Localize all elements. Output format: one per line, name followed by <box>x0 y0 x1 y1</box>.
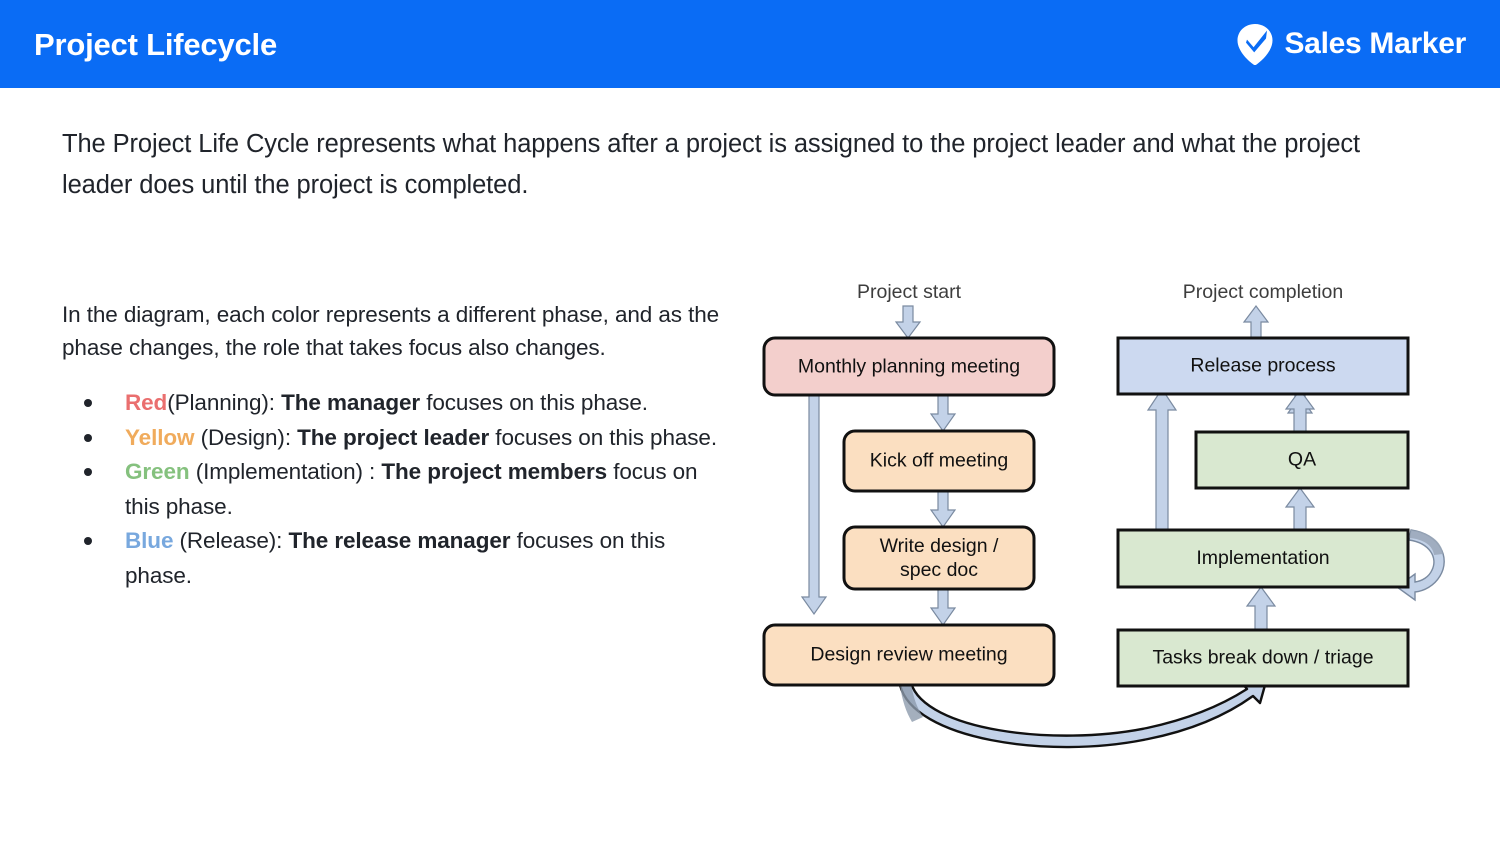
phase-name: (Design): <box>200 424 291 450</box>
bullet-icon <box>84 399 92 407</box>
node-qa[interactable]: QA <box>1194 430 1410 490</box>
edge-qa-to-release <box>1284 388 1316 435</box>
location-pin-check-icon <box>1235 22 1275 66</box>
phase-name: (Release): <box>179 528 283 553</box>
phase-list-item-yellow: Yellow (Design): The project leader focu… <box>62 421 722 456</box>
edge-monthly-planning-to-design-review <box>800 393 828 616</box>
node-label-write-design-line1: Write design / <box>880 535 999 557</box>
node-monthly-planning-meeting[interactable]: Monthly planning meeting <box>762 336 1056 397</box>
node-label-monthly-planning-meeting: Monthly planning meeting <box>798 356 1020 378</box>
phase-role: The project leader <box>297 424 490 450</box>
phase-list-item-green: Green (Implementation) : The project mem… <box>62 455 722 524</box>
phase-tail: focuses on this phase. <box>420 390 648 415</box>
node-tasks-break-down-triage[interactable]: Tasks break down / triage <box>1116 628 1410 688</box>
node-kick-off-meeting[interactable]: Kick off meeting <box>842 429 1036 493</box>
phase-color-word: Yellow <box>125 424 195 450</box>
phase-list-item-blue: Blue (Release): The release manager focu… <box>62 524 722 593</box>
edge-start-to-monthly-planning <box>894 305 922 339</box>
node-write-design-spec-doc[interactable]: Write design / spec doc <box>842 525 1036 591</box>
phase-role: The manager <box>281 390 421 415</box>
node-label-tasks-break-down-triage: Tasks break down / triage <box>1152 647 1373 669</box>
edge-monthly-planning-to-kickoff <box>929 394 957 433</box>
node-label-write-design-line2: spec doc <box>900 559 978 581</box>
label-project-completion: Project completion <box>1183 281 1343 303</box>
edge-release-to-completion <box>1242 305 1270 339</box>
phase-name: (Implementation) : <box>195 459 376 484</box>
phase-name: (Planning): <box>167 390 275 415</box>
phase-tail: focuses on this phase. <box>125 528 666 588</box>
phase-tail: focus on this phase. <box>125 459 698 519</box>
edge-design-review-to-tasks <box>898 676 1269 749</box>
node-label-implementation: Implementation <box>1196 547 1329 569</box>
edge-kickoff-to-write-design <box>929 490 957 529</box>
node-label-design-review-meeting: Design review meeting <box>810 644 1007 666</box>
brand-logo: Sales Marker <box>1235 22 1466 66</box>
bullet-icon <box>84 433 92 442</box>
header-bar: Project Lifecycle Sales Marker <box>0 0 1500 88</box>
phase-color-word: Red <box>125 390 168 415</box>
phase-role: The release manager <box>288 528 511 553</box>
left-column: In the diagram, each color represents a … <box>62 298 722 593</box>
bullet-icon <box>84 537 92 545</box>
edge-implementation-to-qa <box>1284 486 1316 533</box>
phase-color-word: Green <box>125 459 190 484</box>
color-legend-intro: In the diagram, each color represents a … <box>62 302 720 360</box>
node-implementation[interactable]: Implementation <box>1116 528 1410 589</box>
page-title: Project Lifecycle <box>34 26 277 62</box>
project-lifecycle-diagram: Monthly planning meeting Kick off meetin… <box>748 262 1468 762</box>
node-release-process[interactable]: Release process <box>1116 336 1410 396</box>
intro-paragraph: The Project Life Cycle represents what h… <box>62 130 1361 199</box>
node-label-kick-off-meeting: Kick off meeting <box>870 450 1008 472</box>
node-label-release-process: Release process <box>1190 355 1335 377</box>
edge-tasks-to-implementation <box>1245 585 1277 631</box>
node-label-qa: QA <box>1288 449 1316 471</box>
brand-name: Sales Marker <box>1284 27 1466 60</box>
node-design-review-meeting[interactable]: Design review meeting <box>762 623 1056 687</box>
label-project-start: Project start <box>857 281 962 303</box>
bullet-icon <box>84 468 92 476</box>
phase-list: Red(Planning): The manager focuses on th… <box>62 386 722 593</box>
edge-write-design-to-design-review <box>929 588 957 627</box>
phase-list-item-red: Red(Planning): The manager focuses on th… <box>62 386 722 421</box>
phase-tail: focuses on this phase. <box>489 424 717 450</box>
phase-color-word: Blue <box>125 528 174 553</box>
edge-implementation-to-release <box>1146 387 1178 531</box>
phase-role: The project members <box>381 459 608 484</box>
